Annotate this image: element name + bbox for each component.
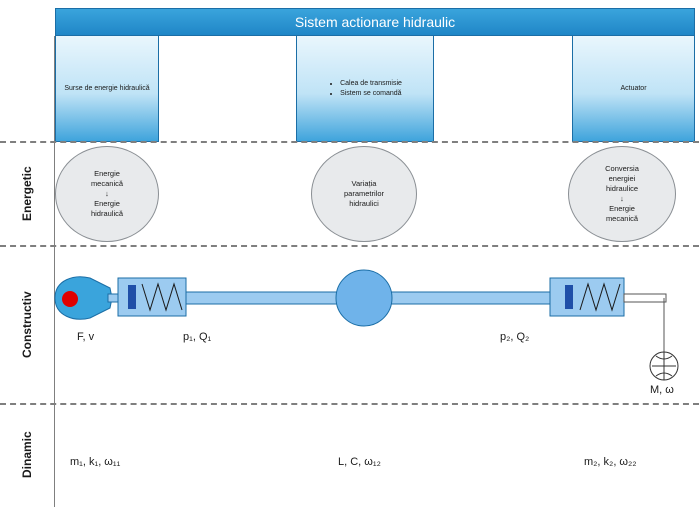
circle-text: parametrilor: [343, 189, 384, 198]
dynamic-left-label: m₁, k₁, ω₁₁: [70, 456, 121, 468]
row-divider: [0, 245, 699, 247]
list-item: Sistem se comandă: [340, 89, 402, 99]
circle-text: Energie: [609, 204, 635, 213]
row-divider: [0, 403, 699, 405]
circle-text: Energie: [94, 169, 120, 178]
system-title: Sistem actionare hidraulic: [294, 14, 456, 30]
energy-conversion-circle-left: Energie mecanică ↓ Energie hidraulică: [55, 146, 159, 242]
column-actuator: Actuator: [572, 36, 695, 142]
torque-speed-label: M, ω: [650, 384, 674, 396]
right-cylinder: [549, 277, 625, 317]
force-velocity-label: F, v: [77, 331, 95, 343]
pressure-flow-2-label: p₂, Q₂: [500, 331, 530, 343]
circle-text: mecanică: [605, 214, 639, 223]
left-cylinder: [117, 277, 187, 317]
output-rod: [623, 293, 667, 303]
system-title-bar: Sistem actionare hidraulic: [55, 8, 695, 36]
circle-text: hidraulică: [90, 209, 124, 218]
column-energy-source-label: Surse de energie hidraulică: [64, 84, 150, 92]
pump-source-icon: [54, 276, 113, 320]
circle-text: hidraulice: [605, 184, 639, 193]
dynamic-mid-label: L, C, ω₁₂: [338, 456, 381, 468]
arrow-down-icon: ↓: [620, 194, 624, 203]
row-axis-line: [54, 36, 55, 507]
list-item: Calea de transmisie: [340, 79, 402, 89]
hydraulic-parameters-circle: Variația parametrilor hidraulici: [311, 146, 417, 242]
circle-text: Energie: [94, 199, 120, 208]
circle-text: Variația: [351, 179, 377, 188]
pressure-flow-1-label: p₁, Q₁: [183, 331, 212, 343]
circle-text: hidraulici: [349, 199, 379, 208]
energy-conversion-circle-right: Conversia energiei hidraulice ↓ Energie …: [568, 146, 676, 242]
circle-text: mecanică: [90, 179, 124, 188]
column-actuator-label: Actuator: [620, 84, 647, 92]
circle-text: Conversia: [605, 164, 639, 173]
arrow-down-icon: ↓: [105, 189, 109, 198]
column-energy-source: Surse de energie hidraulică: [55, 36, 159, 142]
accumulator-circle: [335, 269, 393, 327]
column-transmission-list: Calea de transmisie Sistem se comandă: [328, 79, 402, 99]
dynamic-right-label: m₂, k₂, ω₂₂: [584, 456, 637, 468]
rotary-motor-icon: [649, 351, 679, 381]
circle-text: energiei: [608, 174, 636, 183]
row-divider: [0, 141, 699, 143]
